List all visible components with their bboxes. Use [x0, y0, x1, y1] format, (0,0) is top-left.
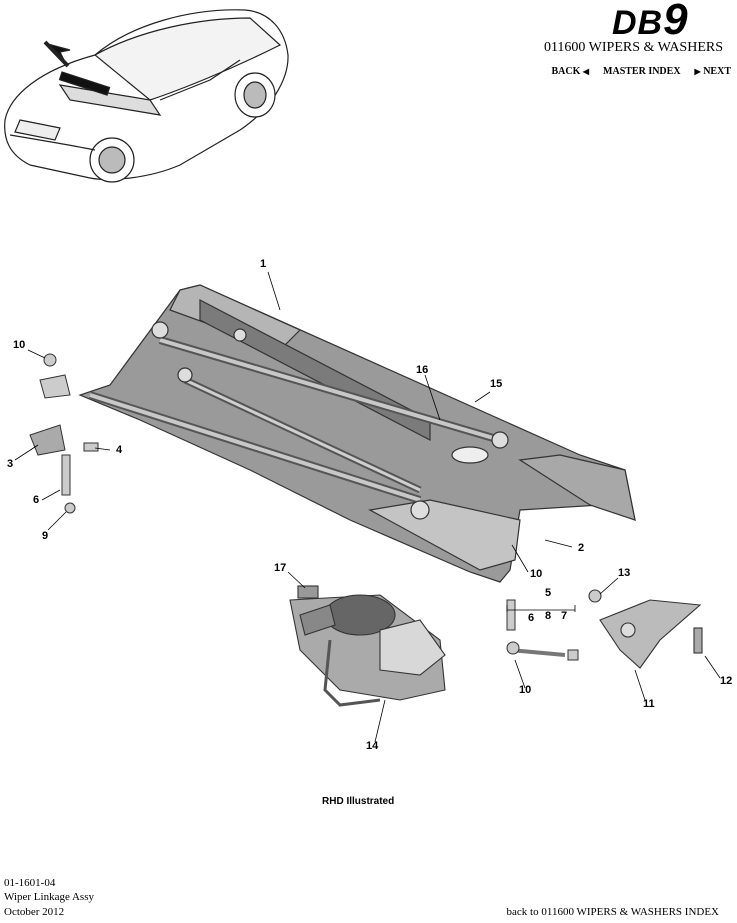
callout-1[interactable]: 1 — [260, 258, 267, 270]
callout-8[interactable]: 8 — [545, 610, 552, 622]
callout-14[interactable]: 14 — [366, 740, 379, 752]
callout-4[interactable]: 4 — [116, 444, 123, 456]
callout-7[interactable]: 7 — [561, 610, 568, 622]
next-arrow-icon: ▶ — [694, 67, 701, 76]
back-nav[interactable]: BACK ◀ — [551, 66, 589, 77]
callout-17[interactable]: 17 — [274, 562, 287, 574]
callout-5[interactable]: 5 — [545, 587, 552, 599]
publication-date: October 2012 — [4, 906, 65, 918]
wiper-frame — [78, 284, 636, 583]
part-number: 01-1601-04 — [4, 877, 56, 889]
rhd-note: RHD Illustrated — [322, 796, 395, 807]
section-title: 011600 WIPERS & WASHERS — [543, 40, 723, 55]
right-bracket — [588, 589, 703, 669]
logo-nine-text: 9 — [663, 0, 689, 44]
nav-bar: BACK ◀ MASTER INDEX ▶ NEXT — [551, 66, 731, 77]
bolt-set — [506, 599, 579, 661]
leader-lines — [14, 271, 721, 743]
back-arrow-icon: ◀ — [582, 67, 590, 76]
callout-15[interactable]: 15 — [490, 378, 503, 390]
callout-10b[interactable]: 10 — [530, 568, 543, 580]
callout-2[interactable]: 2 — [578, 542, 585, 554]
callout-6[interactable]: 6 — [33, 494, 40, 506]
callout-3[interactable]: 3 — [7, 458, 14, 470]
callout-10c[interactable]: 10 — [519, 684, 532, 696]
logo-db-text: DB — [612, 4, 664, 42]
callout-11[interactable]: 11 — [643, 698, 655, 710]
back-link[interactable]: BACK — [551, 66, 581, 77]
master-index-link[interactable]: MASTER INDEX — [603, 66, 681, 77]
callout-10a[interactable]: 10 — [13, 339, 26, 351]
left-bracket-parts — [29, 353, 99, 514]
callout-16[interactable]: 16 — [416, 364, 429, 376]
callout-12[interactable]: 12 — [720, 675, 733, 687]
next-nav[interactable]: ▶ NEXT — [695, 66, 731, 77]
callout-9[interactable]: 9 — [42, 530, 49, 542]
callout-6b[interactable]: 6 — [528, 612, 535, 624]
back-to-index-link[interactable]: back to 011600 WIPERS & WASHERS INDEX — [506, 906, 719, 918]
car-thumbnail — [4, 9, 289, 183]
callout-13[interactable]: 13 — [618, 567, 631, 579]
db9-logo: DB9 — [612, 0, 689, 43]
next-link[interactable]: NEXT — [703, 66, 731, 77]
part-name: Wiper Linkage Assy — [4, 891, 94, 903]
wiper-motor — [289, 585, 446, 707]
